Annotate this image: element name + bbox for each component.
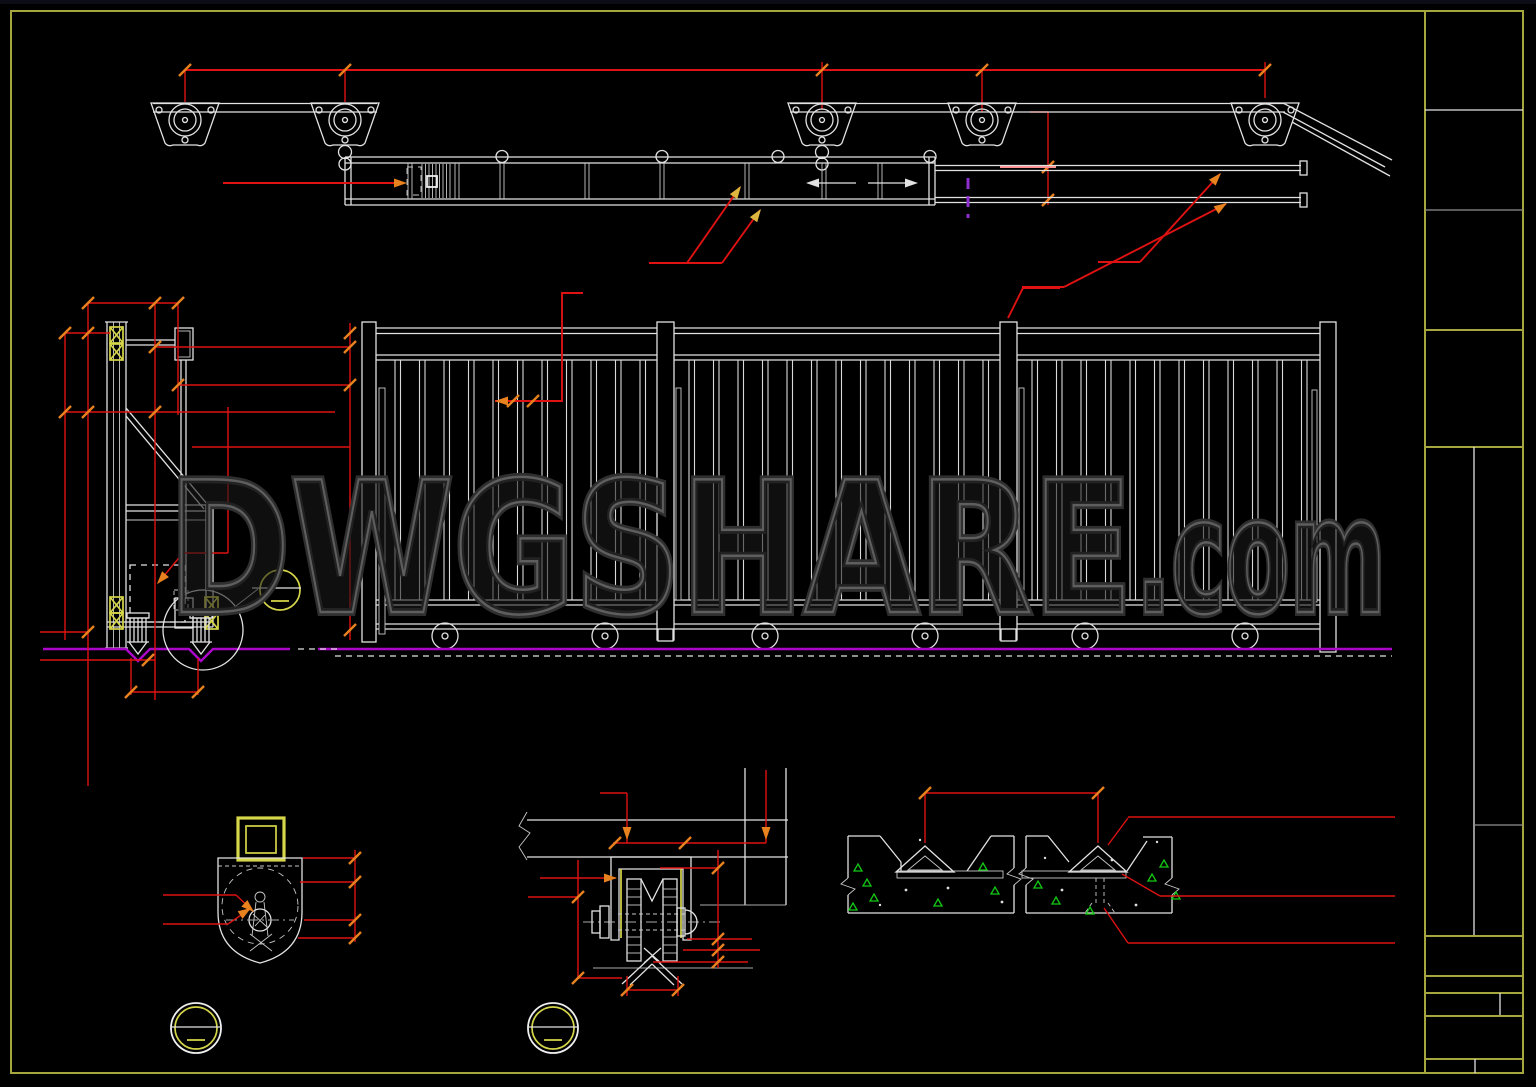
rail-base-plate bbox=[896, 870, 1004, 879]
gate-posts bbox=[361, 321, 1337, 653]
roller-housing bbox=[217, 857, 303, 964]
wheel-channel-bracket bbox=[610, 856, 692, 941]
rail-section-dimensions bbox=[917, 785, 1395, 944]
screen-top-sliver bbox=[0, 0, 1536, 4]
watermark-suffix: .com bbox=[1136, 463, 1386, 650]
v-groove-wheel bbox=[583, 878, 722, 986]
v-rail-left bbox=[894, 845, 956, 873]
guide-roller-detail bbox=[163, 816, 363, 1054]
rail-section-left bbox=[840, 835, 1022, 914]
detail-callout-balloon bbox=[252, 569, 301, 611]
slide-direction-arrows bbox=[806, 178, 918, 188]
v-wheel-dimensions bbox=[528, 770, 771, 998]
sheet-frame bbox=[10, 10, 1524, 1074]
guide-rails-plan bbox=[935, 160, 1308, 208]
concrete-dots bbox=[878, 838, 1159, 907]
watermark: DWGSHARE .com DWGSHARE .com bbox=[164, 439, 1390, 659]
plan-leaders bbox=[223, 169, 1230, 288]
gate-elevation-view bbox=[318, 287, 1392, 657]
square-post-section bbox=[236, 816, 286, 862]
v-wheel-detail bbox=[518, 768, 788, 1054]
rail-base-plate bbox=[1021, 870, 1127, 879]
side-post bbox=[105, 321, 214, 649]
latch-hatch-block bbox=[421, 164, 451, 198]
bottom-rail bbox=[376, 599, 1320, 630]
plan-view-track bbox=[150, 62, 1393, 288]
pickets bbox=[392, 360, 1310, 600]
hanger-rail-bars bbox=[153, 102, 1393, 177]
gate-side-section-view bbox=[40, 295, 358, 786]
elevation-leaders bbox=[342, 287, 1060, 640]
side-track-line bbox=[43, 647, 290, 663]
anchor-bolt-dashed bbox=[1084, 878, 1116, 914]
rail-section-right bbox=[1018, 835, 1180, 914]
side-dimensions bbox=[40, 295, 358, 786]
watermark-suffix-halo: .com bbox=[1136, 463, 1386, 650]
guide-roller-dimensions bbox=[163, 850, 363, 946]
watermark-text: DWGSHARE bbox=[168, 443, 1133, 655]
title-block bbox=[1425, 109, 1523, 1073]
concrete-aggregate bbox=[847, 858, 1182, 915]
detail-scope-circle bbox=[162, 589, 244, 671]
embedded-rail-sections bbox=[840, 785, 1395, 944]
watermark-halo: DWGSHARE bbox=[168, 443, 1133, 655]
motor-box-dashed bbox=[129, 564, 186, 623]
